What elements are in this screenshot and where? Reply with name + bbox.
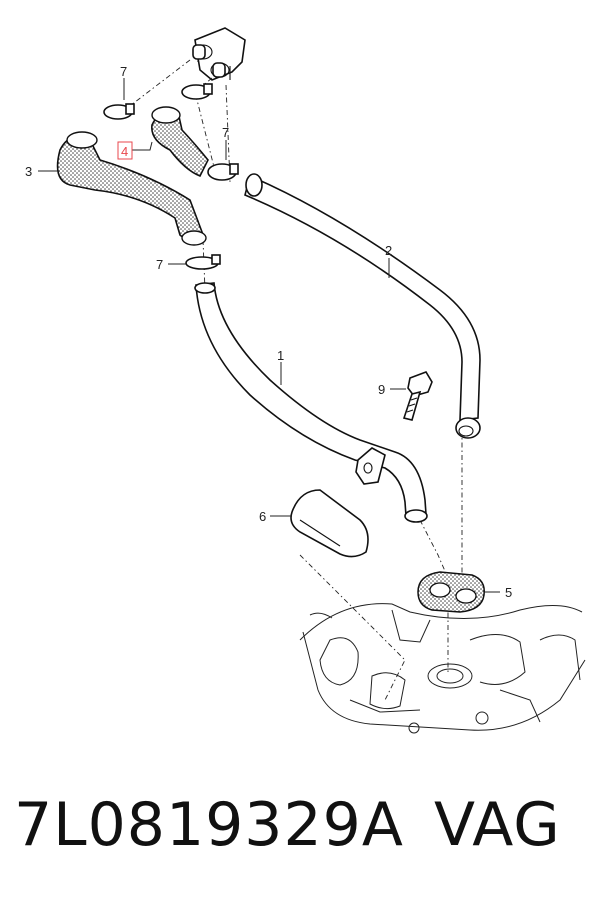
hose-4 — [151, 106, 209, 178]
hose-1 — [194, 282, 428, 523]
manufacturer-label: VAG — [434, 790, 561, 860]
callout-4: 4 — [121, 144, 128, 159]
callout-7-upper-left: 7 — [120, 64, 127, 79]
callout-4-highlight — [117, 141, 133, 160]
hose-3 — [56, 131, 207, 246]
hose-clamp — [207, 163, 239, 181]
heater-connector-fitting — [192, 27, 246, 81]
bolt-9 — [402, 371, 433, 421]
grommet-5 — [417, 571, 485, 613]
callout-1: 1 — [277, 348, 284, 363]
part-number: 7L0819329A — [14, 790, 404, 860]
exploded-parts-diagram: 3 4 7 7 7 1 2 9 6 5 — [25, 27, 586, 734]
vehicle-body-panel — [299, 603, 586, 734]
callout-5: 5 — [505, 585, 512, 600]
callout-6: 6 — [259, 509, 266, 524]
callout-9: 9 — [378, 382, 385, 397]
hose-2 — [244, 173, 481, 439]
hose-clamp — [185, 254, 221, 270]
callout-7-lower: 7 — [156, 257, 163, 272]
callout-2: 2 — [385, 243, 392, 258]
callout-7-upper-right: 7 — [222, 125, 229, 140]
hose-clamp — [103, 103, 135, 120]
hose-clamp — [181, 83, 213, 100]
sealing-pad-6 — [290, 489, 369, 558]
callout-3: 3 — [25, 164, 32, 179]
